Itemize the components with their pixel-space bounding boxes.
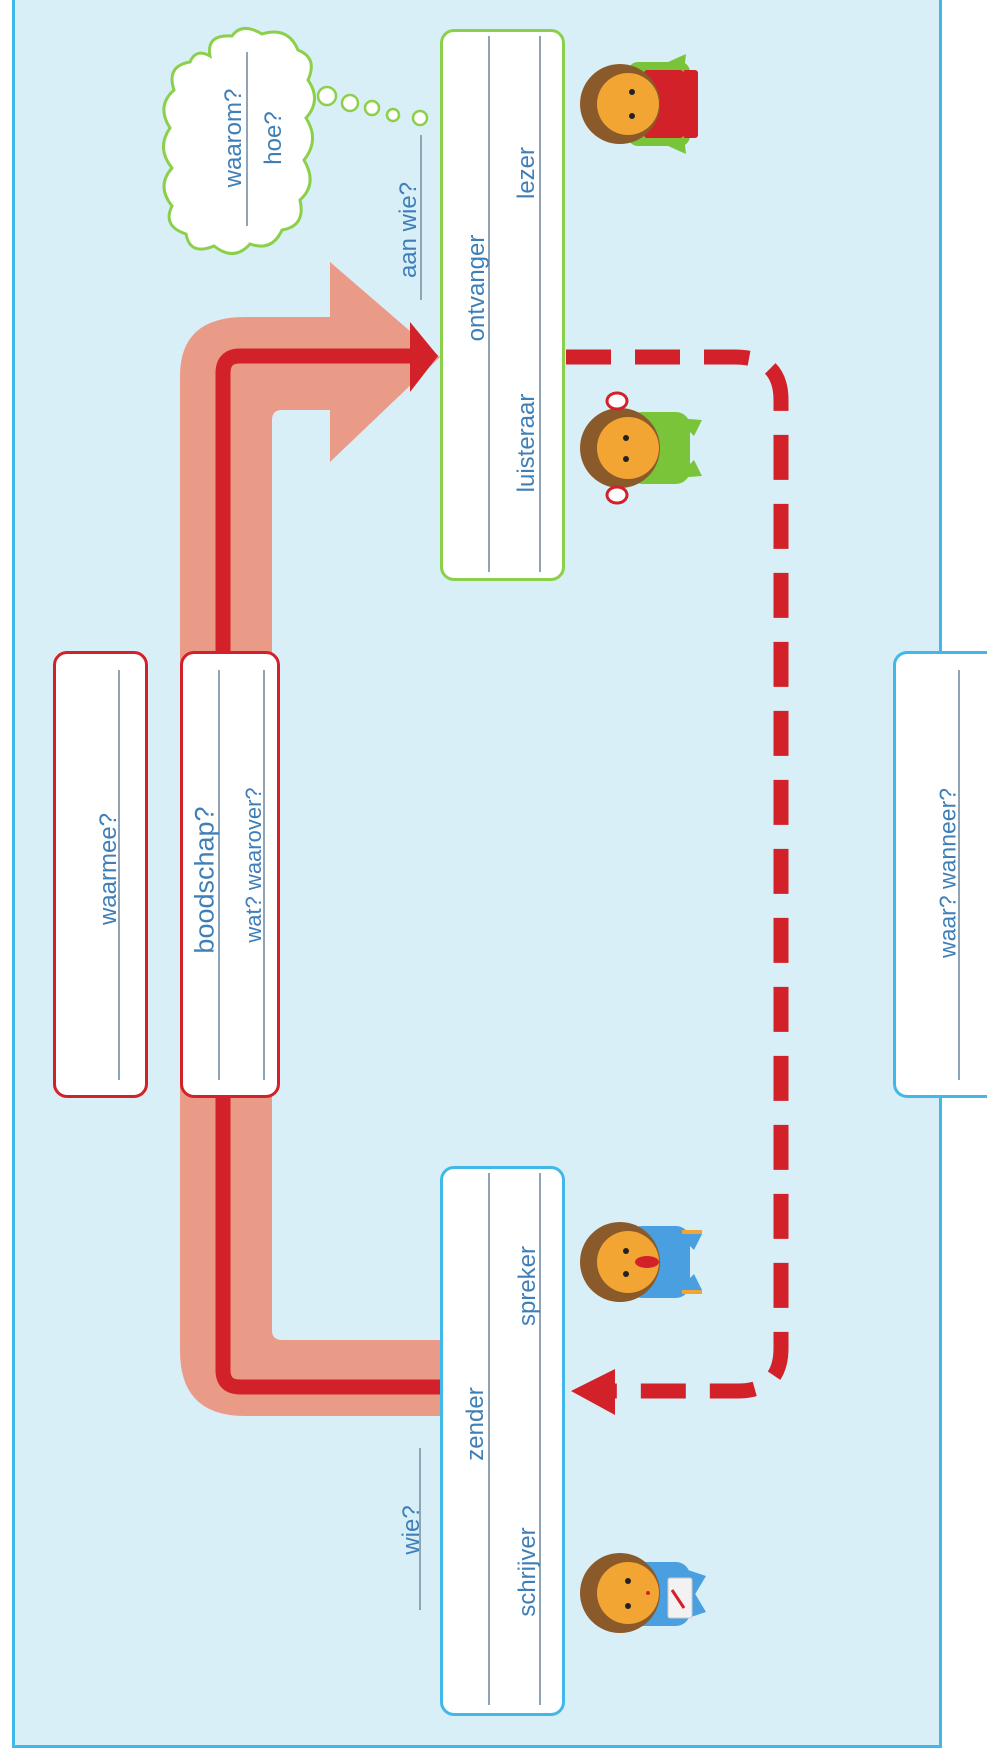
message-arrowhead bbox=[410, 322, 438, 392]
message-path-light bbox=[180, 262, 440, 1416]
receiver-type-divider bbox=[539, 36, 541, 572]
feedback-arrowhead bbox=[571, 1369, 615, 1415]
thought-bubble-3 bbox=[363, 99, 381, 117]
sender-box bbox=[440, 1166, 565, 1716]
message-divider-2 bbox=[263, 670, 265, 1080]
feedback-path-dashed bbox=[566, 349, 789, 1399]
sender-type-divider bbox=[539, 1173, 541, 1705]
thought-cloud bbox=[162, 27, 316, 255]
thought-bubble-4 bbox=[385, 107, 401, 123]
medium-box bbox=[53, 651, 148, 1098]
message-divider bbox=[218, 670, 220, 1080]
thought-bubble-5 bbox=[411, 109, 429, 127]
medium-divider bbox=[118, 670, 120, 1080]
sender-divider bbox=[488, 1173, 490, 1705]
setting-box bbox=[893, 651, 987, 1098]
thought-bubble-1 bbox=[316, 85, 338, 107]
thought-bubble-2 bbox=[340, 93, 360, 113]
setting-divider bbox=[958, 670, 960, 1080]
speaker-kid-icon bbox=[580, 1222, 702, 1302]
reader-kid-icon bbox=[580, 54, 698, 154]
listener-kid-icon bbox=[580, 391, 702, 505]
receiver-box bbox=[440, 29, 565, 581]
receiver-divider bbox=[488, 36, 490, 572]
writer-kid-icon bbox=[580, 1553, 706, 1633]
